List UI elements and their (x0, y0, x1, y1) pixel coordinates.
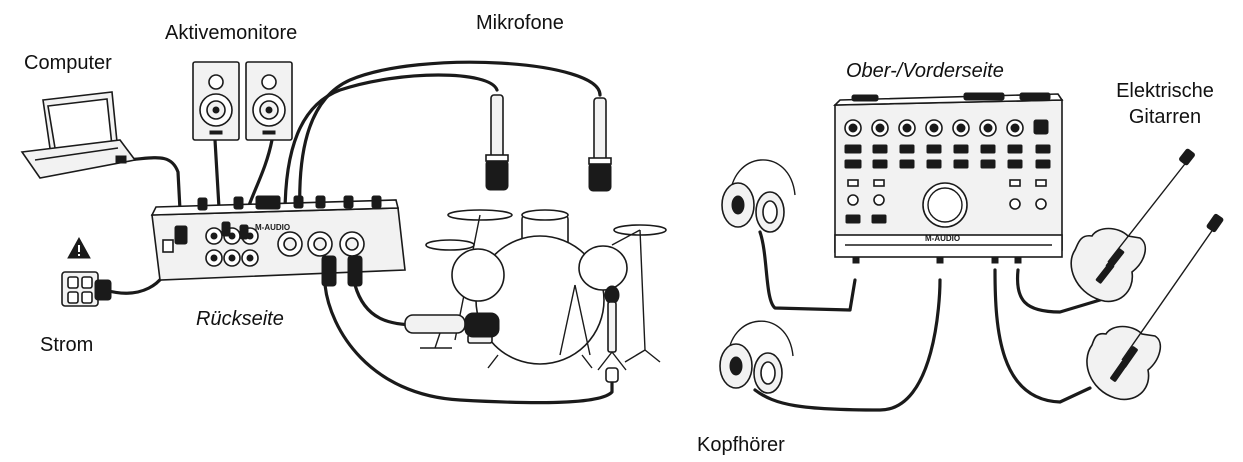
headphone-cable-2 (753, 278, 942, 412)
studio-monitor-right-icon (245, 61, 293, 141)
label-electric-guitars-line2: Gitarren (1128, 106, 1202, 128)
label-electric-guitars-line1: Elektrische (1116, 80, 1214, 102)
power-outlet-icon (61, 271, 112, 307)
stand-microphone-icon (597, 285, 627, 383)
front-brand-text: M-AUDIO (925, 234, 960, 243)
drum-kit-icon (425, 209, 667, 369)
master-volume-knob (922, 182, 968, 228)
mic-cable-2 (298, 60, 602, 217)
label-headphones: Kopfhörer (697, 434, 785, 456)
electric-guitar-top-icon (1070, 148, 1195, 303)
label-active-monitors: Aktivemonitore (165, 22, 298, 44)
studio-monitor-left-icon (192, 61, 240, 141)
label-microphones: Mikrofone (476, 12, 564, 34)
microphone-right-icon (588, 97, 612, 192)
front-knobs (844, 119, 1049, 137)
label-computer: Computer (24, 52, 112, 74)
electric-guitar-bottom-icon (1086, 213, 1224, 401)
overhead-mic-cable (323, 283, 614, 405)
front-buttons (844, 144, 1051, 224)
label-electric-guitars: Elektrische Gitarren (1090, 78, 1240, 130)
audio-interface-front (833, 92, 1064, 264)
microphone-left-icon (485, 94, 509, 191)
label-rear-side: Rückseite (196, 308, 284, 330)
rear-knobs (197, 195, 382, 211)
kick-microphone-icon (404, 312, 500, 349)
laptop-icon (20, 91, 137, 179)
headphones-bottom-icon (719, 320, 794, 394)
rear-brand-text: M-AUDIO (255, 223, 290, 232)
mic-cable-1 (283, 73, 499, 217)
audio-interface-rear (150, 195, 406, 287)
warning-icon (67, 236, 91, 259)
usb-cable (116, 156, 182, 212)
headphones-top-icon (721, 159, 796, 233)
cables (103, 60, 1102, 412)
guitar-cable-2 (993, 268, 1092, 404)
rear-jacks (162, 225, 365, 267)
guitar-cable-1 (1015, 268, 1102, 314)
label-power: Strom (40, 334, 94, 356)
label-top-front-side: Ober-/Vorderseite (846, 60, 1004, 82)
headphone-cable-1 (758, 230, 857, 312)
